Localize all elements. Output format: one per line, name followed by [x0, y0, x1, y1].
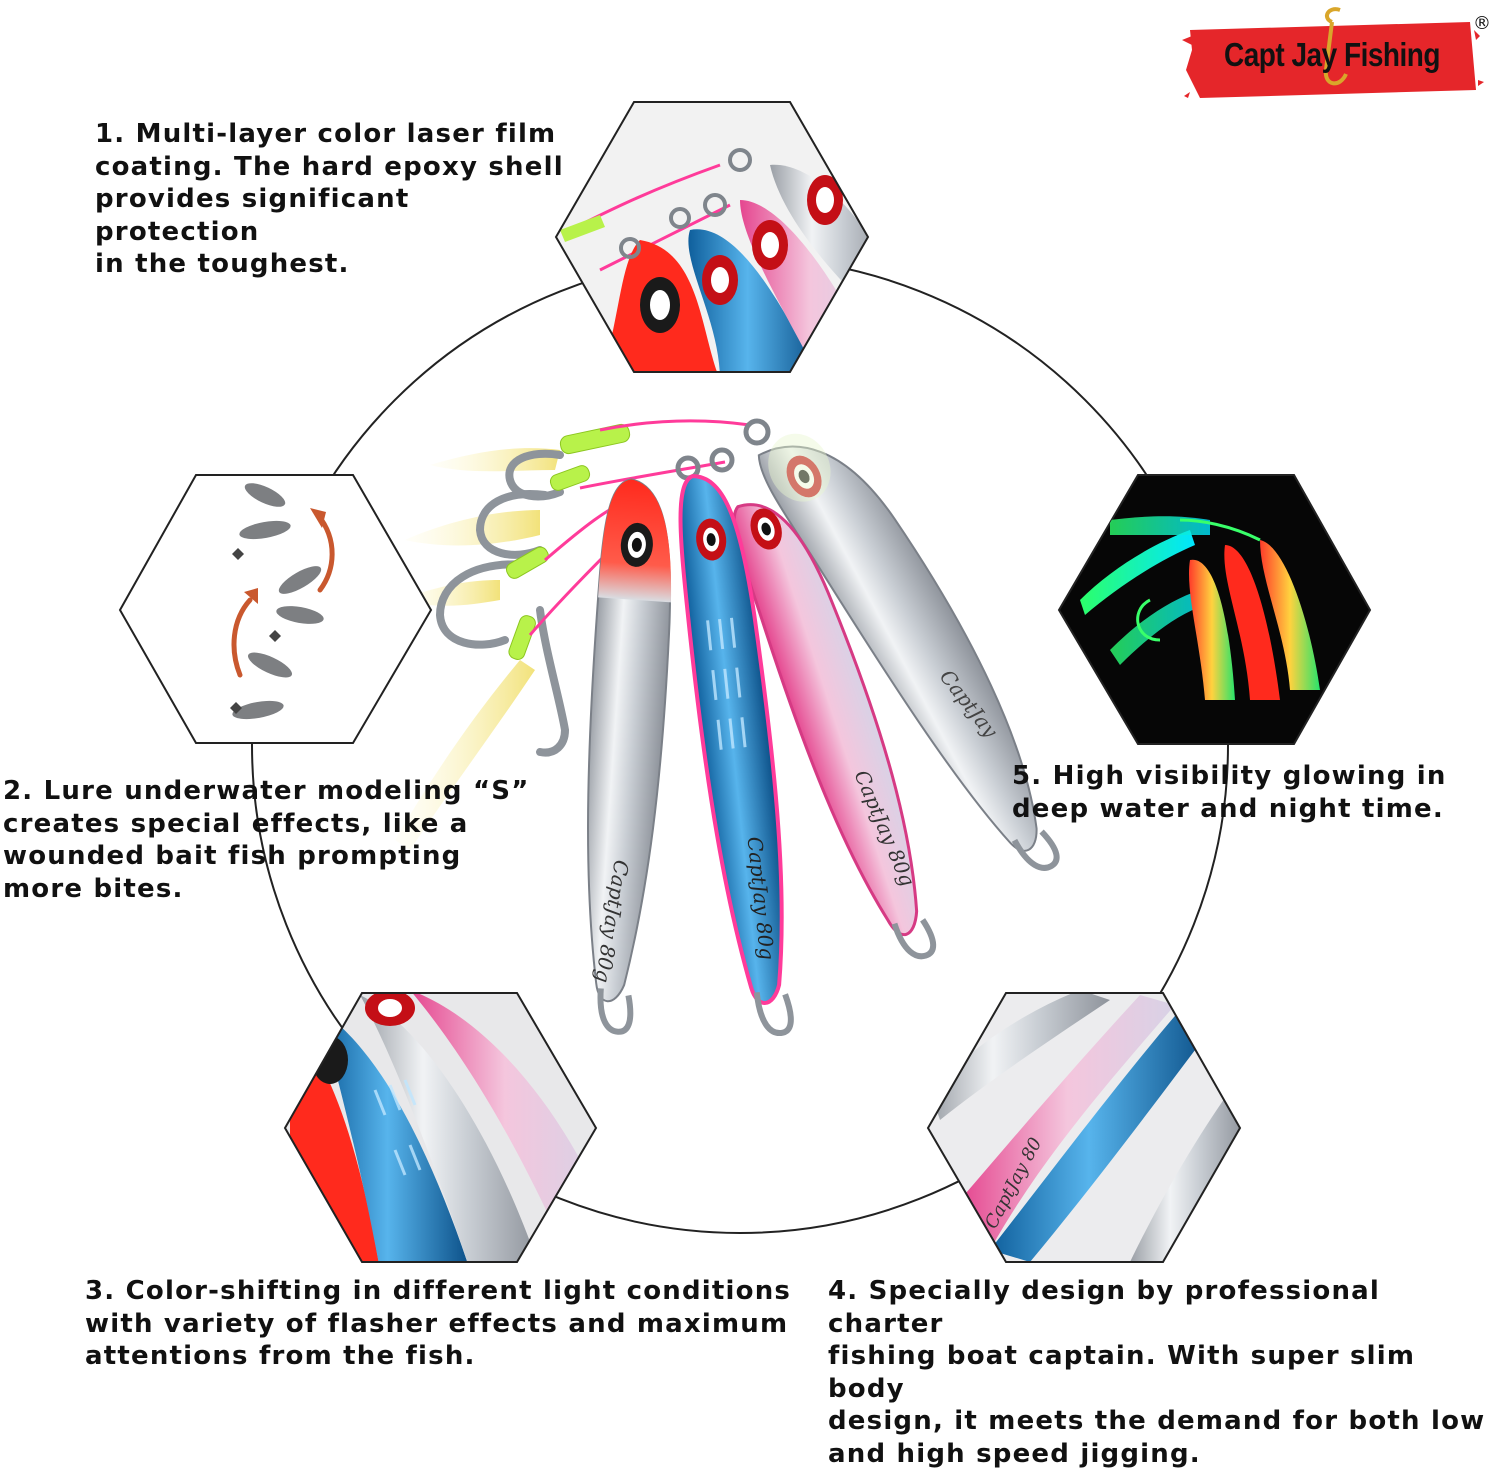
- s-motion-diagram-icon: [118, 474, 433, 744]
- lure-cluster: CaptJay CaptJay 80g CaptJay 80g: [395, 418, 1060, 1036]
- lure-red-head: CaptJay 80g: [587, 478, 672, 1035]
- slim-body-closeup-icon: CaptJay 80: [926, 992, 1242, 1263]
- feature-caption-5: 5. High visibility glowing in deep water…: [1012, 761, 1447, 824]
- hook-icon: [435, 449, 570, 757]
- feature-caption-1: 1. Multi-layer color laser film coating.…: [95, 119, 564, 279]
- registered-mark: ®: [1473, 13, 1491, 34]
- lure-silver-glow: CaptJay: [757, 433, 1060, 871]
- feature-caption-3: 3. Color-shifting in different light con…: [85, 1276, 792, 1371]
- glow-night-icon: [1057, 474, 1372, 745]
- feather-skirt: [395, 660, 535, 850]
- product-infographic: CaptJay CaptJay 80g CaptJay 80g: [118, 7, 1484, 1263]
- lure-pink: CaptJay 80g: [732, 503, 937, 960]
- feather-skirt: [405, 510, 540, 546]
- lure-blue: CaptJay 80g: [678, 474, 794, 1036]
- color-shift-closeup-icon: [283, 992, 598, 1263]
- brand-logo-text: Capt Jay Fishing: [1223, 36, 1441, 74]
- feature-caption-2: 2. Lure underwater modeling “S” creates …: [3, 776, 530, 904]
- brand-logo: [1182, 7, 1484, 98]
- hexagon-closeup-icon: [554, 101, 870, 373]
- feature-caption-4: 4. Specially design by professional char…: [828, 1276, 1486, 1469]
